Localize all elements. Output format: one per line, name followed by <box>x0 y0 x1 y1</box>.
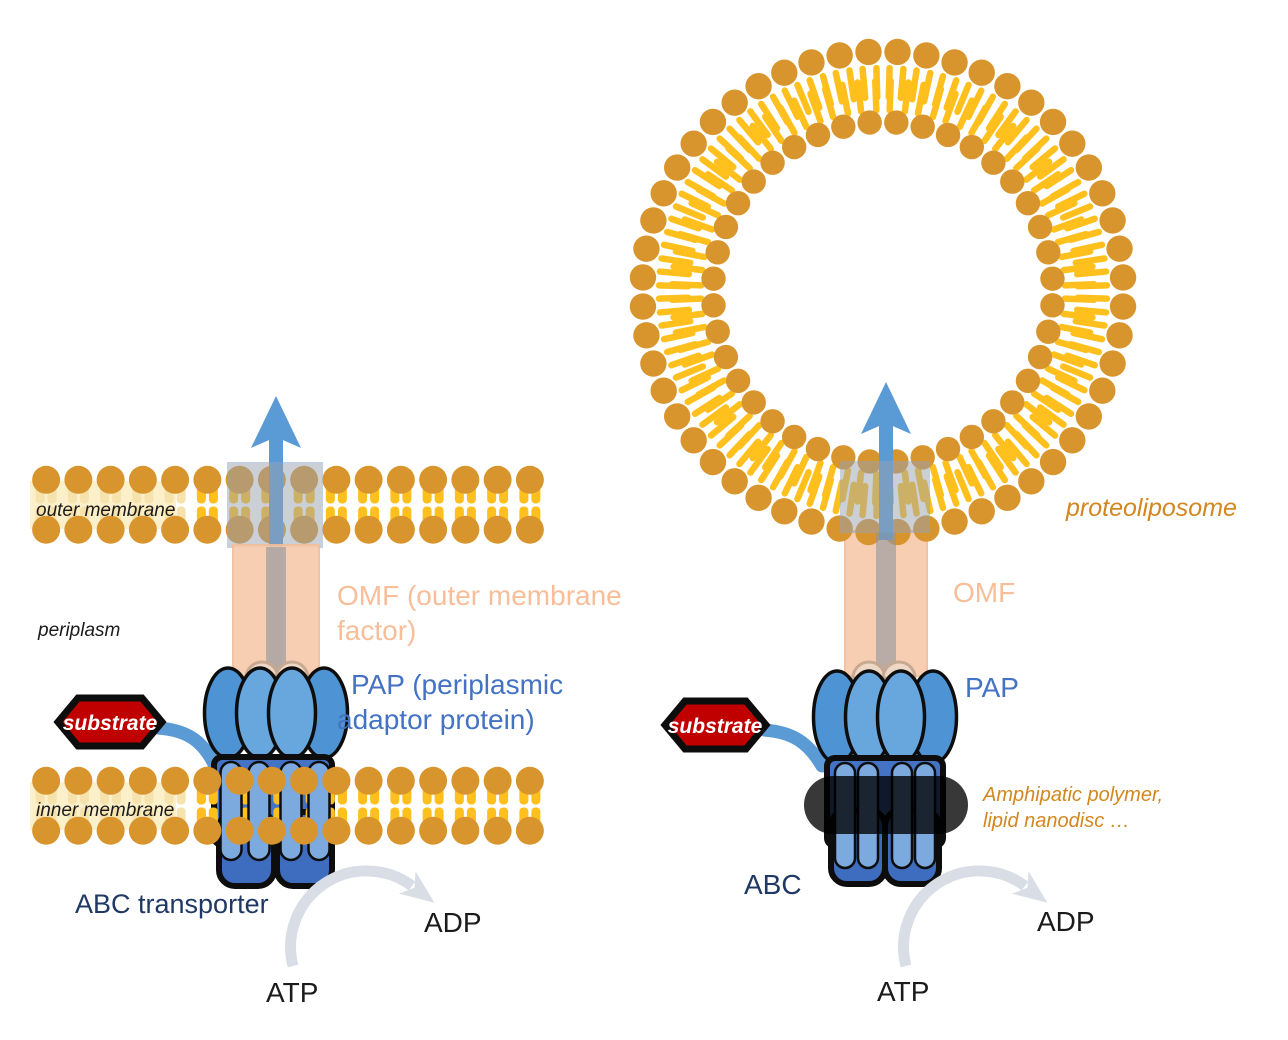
atp-hydrolysis-arrow-icon <box>285 865 435 968</box>
membrane-overlap-heads <box>193 766 351 845</box>
omf-label-line1: OMF (outer membrane <box>337 580 622 611</box>
periplasm-label: periplasm <box>37 620 120 641</box>
atp-hydrolysis-arrow-icon <box>898 865 1048 968</box>
omf-label-line2: factor) <box>337 615 416 646</box>
pap-label: PAP <box>965 672 1019 703</box>
substrate-path-arrow-icon <box>151 721 221 771</box>
outer-membrane-label: outer membrane <box>36 500 175 521</box>
abc-transporter-label: ABC transporter <box>75 889 269 919</box>
atp-label: ATP <box>266 977 318 1008</box>
amphipathic-polymer-belt-icon <box>804 776 968 834</box>
amphipatic-label-line1: Amphipatic polymer, <box>982 784 1163 806</box>
atp-label: ATP <box>877 976 929 1007</box>
adp-label: ADP <box>1037 906 1095 937</box>
pap-protein-icon <box>811 669 959 765</box>
substrate-path-arrow-icon <box>757 723 829 773</box>
inner-membrane-bilayer <box>30 766 544 845</box>
substrate-badge: substrate <box>53 694 167 750</box>
right-panel: substrate proteoliposome OMF PAP Amphipa… <box>629 38 1237 1007</box>
adp-label: ADP <box>424 907 482 938</box>
pap-label-line2: adaptor protein) <box>337 704 535 735</box>
omf-channel-icon <box>227 462 323 548</box>
substrate-label: substrate <box>668 715 763 738</box>
left-panel: substrate outer membrane periplasm <box>30 396 622 1008</box>
pap-label-line1: PAP (periplasmic <box>351 669 563 700</box>
omf-barrel-icon <box>232 544 320 680</box>
proteoliposome-label: proteoliposome <box>1065 494 1237 522</box>
amphipatic-label-line2: lipid nanodisc … <box>983 810 1130 832</box>
substrate-label: substrate <box>63 712 158 735</box>
substrate-badge: substrate <box>660 697 771 753</box>
pap-protein-icon <box>202 666 350 760</box>
abc-label: ABC <box>744 869 802 900</box>
inner-membrane-label: inner membrane <box>36 800 174 821</box>
omf-channel-icon <box>840 461 930 533</box>
omf-label: OMF <box>953 577 1015 608</box>
